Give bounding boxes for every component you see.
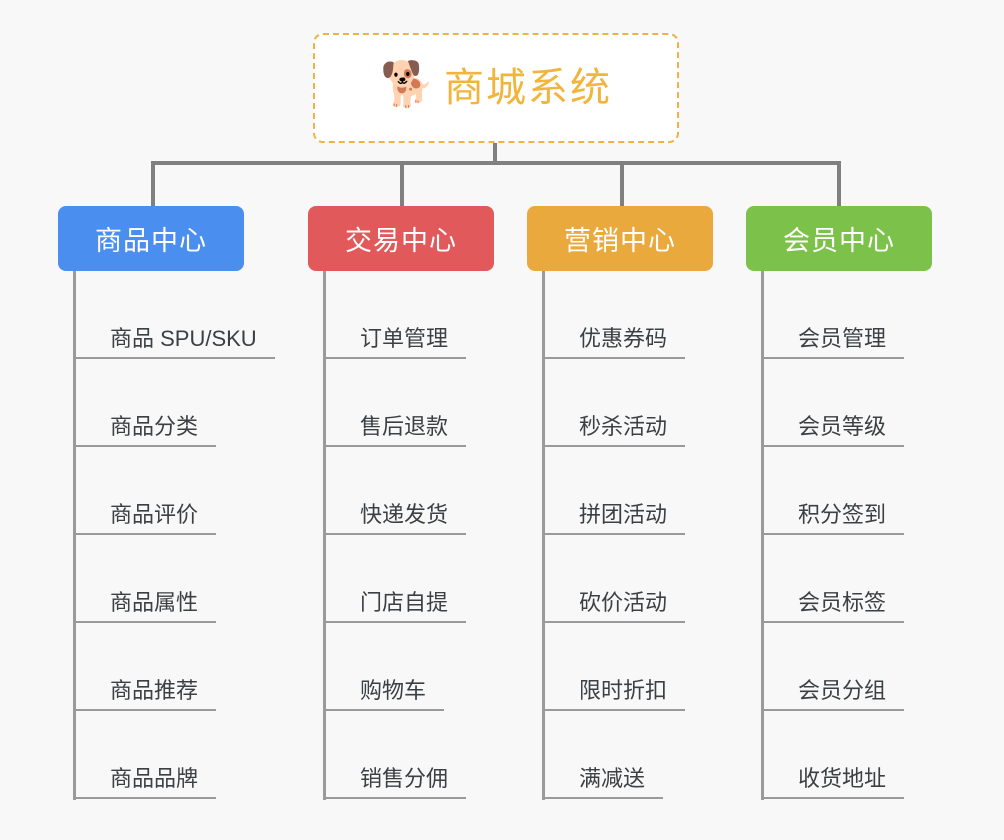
leaf-label: 门店自提 xyxy=(324,590,467,623)
shiba-dog-icon: 🐕 xyxy=(380,60,435,109)
branch-trunk-line-2 xyxy=(323,271,326,800)
branch-member-center: 会员中心 会员管理 会员等级 积分签到 会员标签 会员分组 收货地址 xyxy=(746,206,976,800)
list-item[interactable]: 满减送 xyxy=(543,711,747,799)
leaf-label: 秒杀活动 xyxy=(543,414,686,447)
leaf-label: 会员标签 xyxy=(762,590,905,623)
root-stem-connector xyxy=(493,143,497,165)
leaf-label: 快递发货 xyxy=(324,502,467,535)
list-item[interactable]: 会员管理 xyxy=(762,271,976,359)
branch-drop-connector-1 xyxy=(151,161,155,206)
branch-header-label: 交易中心 xyxy=(345,226,457,256)
branch-drop-connector-4 xyxy=(837,161,841,206)
leaf-label: 会员管理 xyxy=(762,326,905,359)
branch-header-marketing-center[interactable]: 营销中心 xyxy=(527,206,713,271)
leaf-label: 销售分佣 xyxy=(324,766,467,799)
branch-header-product-center[interactable]: 商品中心 xyxy=(58,206,244,271)
leaf-list-trade-center: 订单管理 售后退款 快递发货 门店自提 购物车 销售分佣 xyxy=(308,271,528,799)
root-node[interactable]: 🐕 商城系统 xyxy=(313,33,679,143)
branch-drop-connector-2 xyxy=(400,161,404,206)
leaf-label: 商品属性 xyxy=(74,590,217,623)
list-item[interactable]: 商品属性 xyxy=(74,535,308,623)
list-item[interactable]: 优惠券码 xyxy=(543,271,747,359)
list-item[interactable]: 收货地址 xyxy=(762,711,976,799)
leaf-label: 商品分类 xyxy=(74,414,217,447)
leaf-list-member-center: 会员管理 会员等级 积分签到 会员标签 会员分组 收货地址 xyxy=(746,271,976,799)
leaf-label: 会员分组 xyxy=(762,678,905,711)
list-item[interactable]: 门店自提 xyxy=(324,535,528,623)
branch-trunk-line-3 xyxy=(542,271,545,800)
leaf-list-marketing-center: 优惠券码 秒杀活动 拼团活动 砍价活动 限时折扣 满减送 xyxy=(527,271,747,799)
list-item[interactable]: 积分签到 xyxy=(762,447,976,535)
list-item[interactable]: 订单管理 xyxy=(324,271,528,359)
leaf-label: 商品品牌 xyxy=(74,766,217,799)
branch-trade-center: 交易中心 订单管理 售后退款 快递发货 门店自提 购物车 销售分佣 xyxy=(308,206,528,800)
list-item[interactable]: 限时折扣 xyxy=(543,623,747,711)
leaf-label: 限时折扣 xyxy=(543,678,686,711)
leaf-label: 订单管理 xyxy=(324,326,467,359)
horizontal-bus-connector xyxy=(151,161,841,165)
branch-header-label: 会员中心 xyxy=(783,226,895,256)
list-item[interactable]: 商品分类 xyxy=(74,359,308,447)
branch-trunk-line-1 xyxy=(73,271,76,800)
list-item[interactable]: 拼团活动 xyxy=(543,447,747,535)
list-item[interactable]: 销售分佣 xyxy=(324,711,528,799)
list-item[interactable]: 砍价活动 xyxy=(543,535,747,623)
leaf-label: 商品 SPU/SKU xyxy=(74,326,275,359)
leaf-label: 商品推荐 xyxy=(74,678,217,711)
leaf-list-product-center: 商品 SPU/SKU 商品分类 商品评价 商品属性 商品推荐 商品品牌 xyxy=(58,271,308,799)
branch-header-member-center[interactable]: 会员中心 xyxy=(746,206,932,271)
list-item[interactable]: 商品品牌 xyxy=(74,711,308,799)
branch-drop-connector-3 xyxy=(620,161,624,206)
list-item[interactable]: 秒杀活动 xyxy=(543,359,747,447)
list-item[interactable]: 会员等级 xyxy=(762,359,976,447)
leaf-label: 售后退款 xyxy=(324,414,467,447)
leaf-label: 收货地址 xyxy=(762,766,905,799)
branch-trunk-line-4 xyxy=(761,271,764,800)
leaf-label: 砍价活动 xyxy=(543,590,686,623)
branch-marketing-center: 营销中心 优惠券码 秒杀活动 拼团活动 砍价活动 限时折扣 满减送 xyxy=(527,206,747,800)
branch-header-trade-center[interactable]: 交易中心 xyxy=(308,206,494,271)
list-item[interactable]: 商品 SPU/SKU xyxy=(74,271,308,359)
leaf-label: 积分签到 xyxy=(762,502,905,535)
leaf-label: 会员等级 xyxy=(762,414,905,447)
branch-header-label: 商品中心 xyxy=(95,226,207,256)
root-title: 商城系统 xyxy=(444,66,612,110)
list-item[interactable]: 快递发货 xyxy=(324,447,528,535)
leaf-label: 拼团活动 xyxy=(543,502,686,535)
list-item[interactable]: 会员标签 xyxy=(762,535,976,623)
list-item[interactable]: 购物车 xyxy=(324,623,528,711)
leaf-label: 商品评价 xyxy=(74,502,217,535)
leaf-label: 购物车 xyxy=(324,678,445,711)
list-item[interactable]: 售后退款 xyxy=(324,359,528,447)
list-item[interactable]: 商品评价 xyxy=(74,447,308,535)
branch-header-label: 营销中心 xyxy=(564,226,676,256)
list-item[interactable]: 会员分组 xyxy=(762,623,976,711)
leaf-label: 优惠券码 xyxy=(543,326,686,359)
branch-product-center: 商品中心 商品 SPU/SKU 商品分类 商品评价 商品属性 商品推荐 商品品牌 xyxy=(58,206,308,800)
list-item[interactable]: 商品推荐 xyxy=(74,623,308,711)
leaf-label: 满减送 xyxy=(543,766,664,799)
